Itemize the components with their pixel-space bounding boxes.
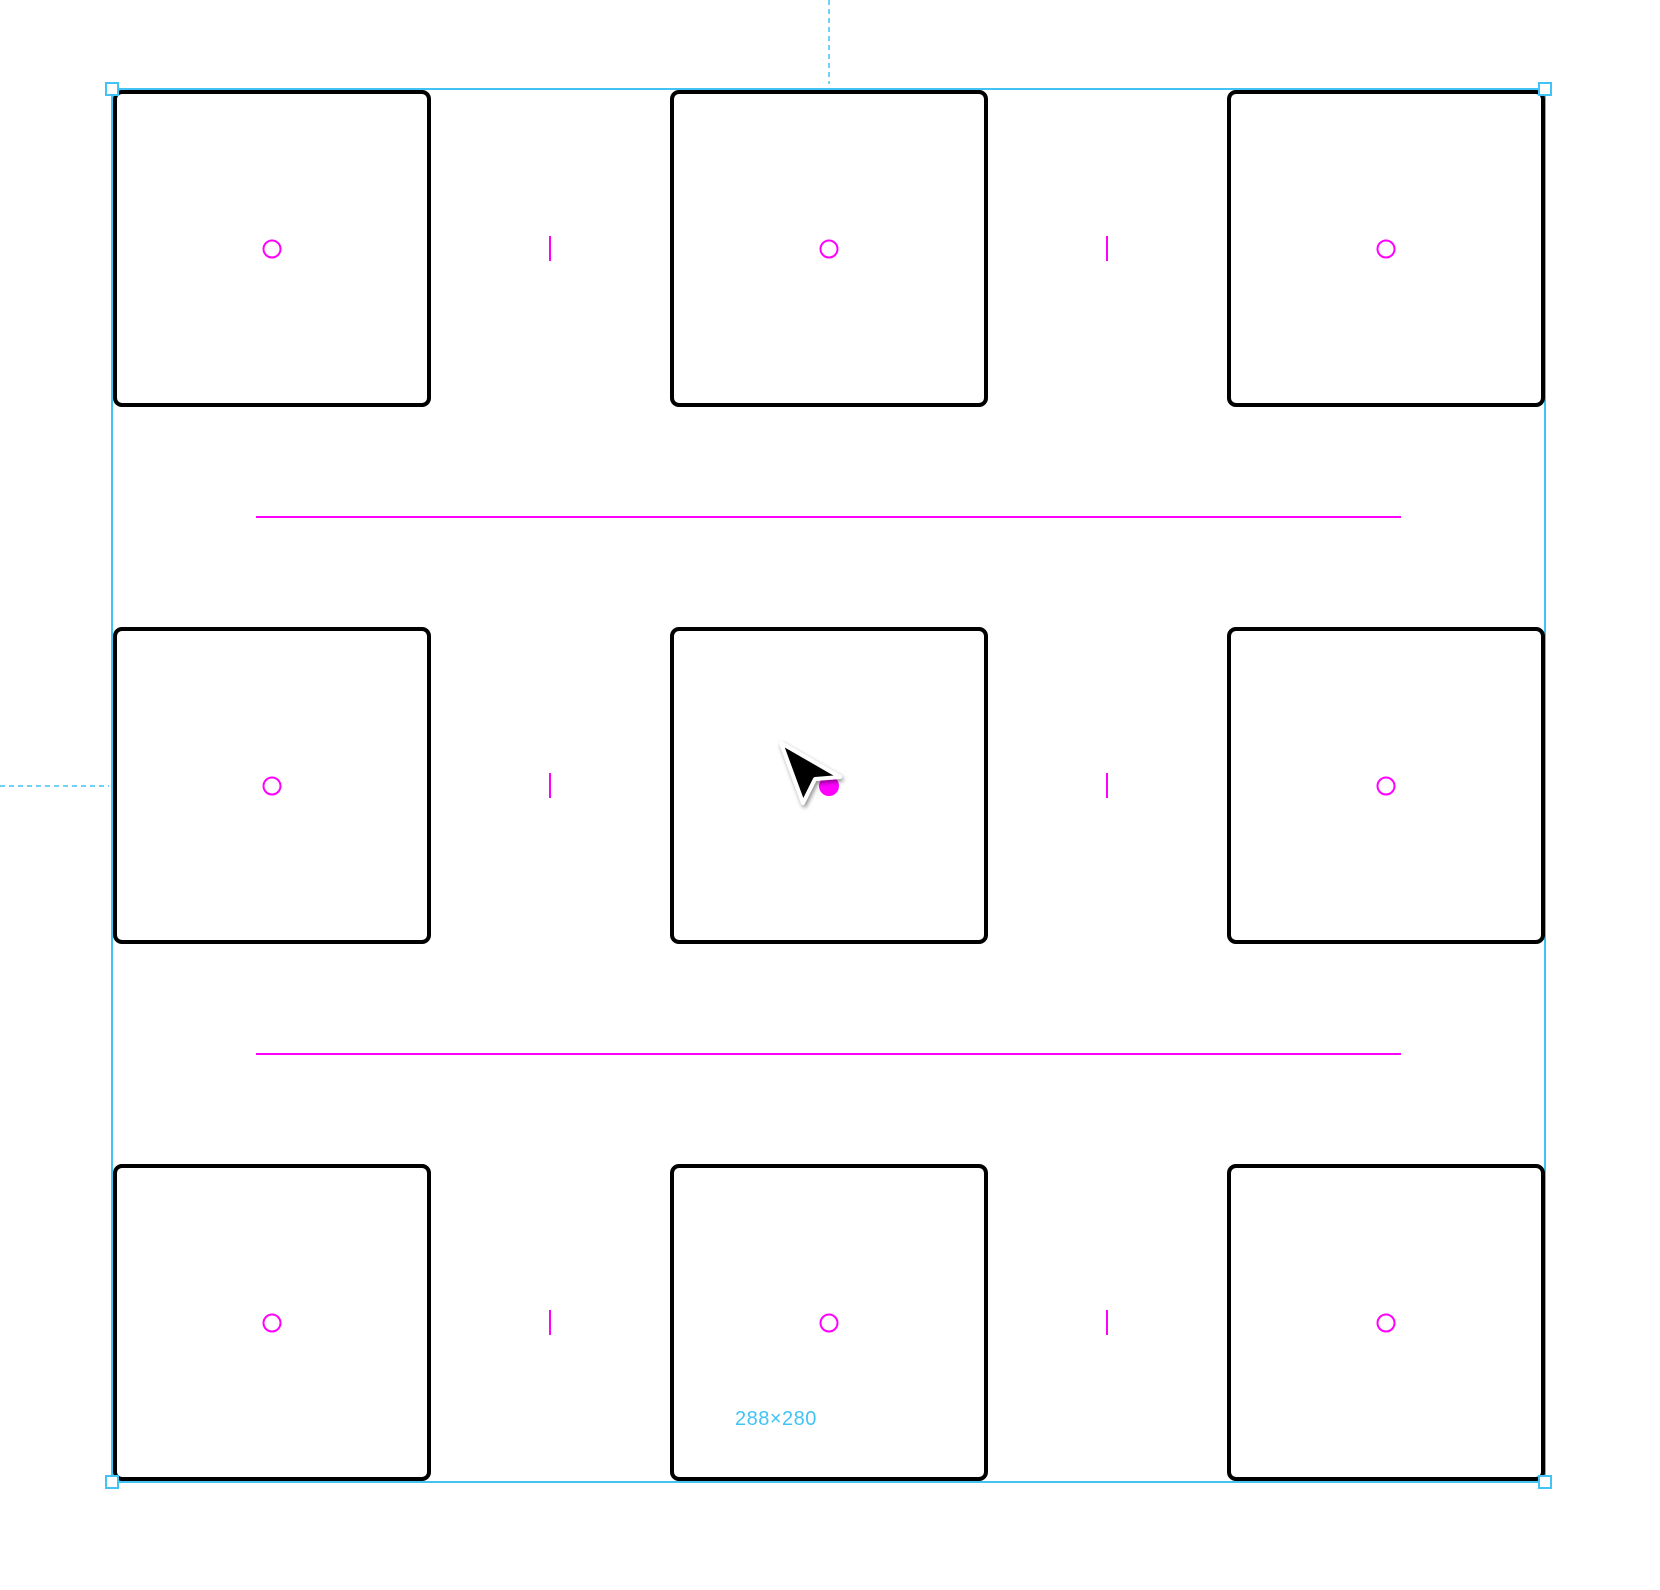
- grid-item-r1c2[interactable]: [670, 90, 988, 407]
- grid-item-r3c1[interactable]: [113, 1164, 431, 1481]
- resize-handle-top-left[interactable]: [105, 82, 119, 96]
- grid-item-r1c1[interactable]: [113, 90, 431, 407]
- center-marker-r3c1: [262, 1313, 282, 1333]
- grid-item-r2c1[interactable]: [113, 627, 431, 944]
- grid-item-r3c2[interactable]: [670, 1164, 988, 1481]
- center-marker-r2c2-active: [819, 776, 839, 796]
- center-marker-r3c2: [819, 1313, 839, 1333]
- center-marker-r2c1: [262, 776, 282, 796]
- center-marker-r1c3: [1376, 239, 1396, 259]
- center-marker-r1c1: [262, 239, 282, 259]
- grid-item-r3c3[interactable]: [1227, 1164, 1545, 1481]
- resize-handle-top-right[interactable]: [1538, 82, 1552, 96]
- resize-handle-bottom-left[interactable]: [105, 1475, 119, 1489]
- grid-item-r1c3[interactable]: [1227, 90, 1545, 407]
- center-marker-r1c2: [819, 239, 839, 259]
- resize-handle-bottom-right[interactable]: [1538, 1475, 1552, 1489]
- center-marker-r2c3: [1376, 776, 1396, 796]
- grid-item-r2c3[interactable]: [1227, 627, 1545, 944]
- selection-dimensions-label: 288×280: [735, 1408, 817, 1430]
- center-marker-r3c3: [1376, 1313, 1396, 1333]
